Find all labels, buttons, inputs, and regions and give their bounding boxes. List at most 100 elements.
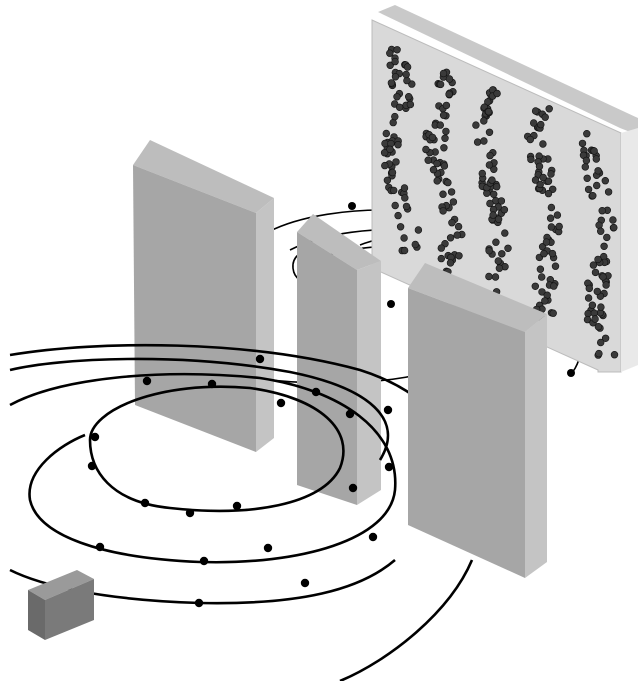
particle-hit-301 bbox=[603, 233, 611, 242]
particle-hit-252 bbox=[547, 170, 555, 178]
particle-hit-127 bbox=[455, 252, 463, 260]
particle-hit-332 bbox=[594, 167, 602, 175]
particle-hit-41 bbox=[381, 161, 389, 170]
particle-hit-52 bbox=[400, 234, 408, 242]
particle-hit-324 bbox=[581, 163, 589, 171]
particle-hit-130 bbox=[436, 80, 445, 89]
particle-hit-40 bbox=[402, 202, 411, 211]
particle-hit-200 bbox=[485, 128, 494, 137]
wave-particle-2 bbox=[87, 461, 97, 471]
particle-hit-348 bbox=[591, 315, 599, 323]
wave-particle-14 bbox=[140, 498, 150, 508]
wave-particle-21 bbox=[194, 598, 204, 608]
wave-particle-4 bbox=[207, 379, 217, 389]
slit-barrier-right-top bbox=[408, 263, 547, 332]
first-barrier bbox=[133, 140, 274, 452]
particle-hit-303 bbox=[584, 294, 593, 302]
particle-hit-280 bbox=[541, 297, 549, 305]
first-barrier-side bbox=[256, 198, 274, 452]
particle-hit-169 bbox=[472, 121, 480, 129]
particle-hit-148 bbox=[504, 244, 512, 253]
particle-hit-217 bbox=[539, 140, 547, 148]
particle-hit-60 bbox=[396, 223, 405, 231]
particle-hit-55 bbox=[400, 184, 409, 192]
wave-particle-back-1 bbox=[348, 202, 356, 210]
particle-hit-325 bbox=[600, 242, 608, 251]
particle-hit-104 bbox=[439, 69, 448, 78]
particle-hit-38 bbox=[414, 226, 423, 234]
particle-hit-203 bbox=[478, 169, 486, 178]
particle-hit-120 bbox=[422, 145, 430, 154]
particle-hit-89 bbox=[444, 178, 452, 187]
particle-hit-208 bbox=[493, 89, 501, 98]
particle-hit-270 bbox=[535, 162, 544, 171]
particle-hit-27 bbox=[391, 73, 400, 81]
wavefront-arc-6 bbox=[339, 559, 474, 681]
particle-hit-349 bbox=[591, 268, 600, 277]
particle-hit-65 bbox=[394, 211, 402, 220]
particle-hit-281 bbox=[592, 181, 601, 190]
particle-hit-345 bbox=[593, 287, 601, 296]
particle-hit-196 bbox=[493, 183, 501, 191]
particle-hit-156 bbox=[486, 199, 494, 208]
particle-hit-140 bbox=[428, 133, 437, 142]
particle-hit-333 bbox=[583, 130, 591, 138]
source-side bbox=[28, 590, 45, 640]
particle-hit-275 bbox=[539, 173, 547, 182]
particle-hit-63 bbox=[391, 57, 399, 66]
slit-barrier-left-side bbox=[357, 261, 381, 505]
particle-hit-137 bbox=[436, 121, 444, 129]
particle-hit-192 bbox=[485, 161, 494, 169]
particle-hit-245 bbox=[553, 211, 562, 219]
particle-hit-289 bbox=[609, 216, 617, 224]
particle-hit-16 bbox=[390, 186, 398, 195]
particle-hit-337 bbox=[582, 156, 591, 165]
particle-hit-122 bbox=[437, 244, 445, 252]
particle-hit-323 bbox=[610, 223, 618, 232]
particle-hit-205 bbox=[492, 238, 500, 246]
particle-hit-50 bbox=[388, 168, 397, 177]
wave-particle-back-5 bbox=[567, 369, 575, 377]
wave-particle-15 bbox=[185, 508, 195, 518]
particle-hit-64 bbox=[393, 93, 401, 101]
particle-hit-136 bbox=[453, 231, 461, 239]
particle-hit-341 bbox=[594, 323, 603, 331]
wave-particle-1 bbox=[90, 432, 100, 442]
particle-hit-321 bbox=[595, 221, 603, 229]
slit-barrier-right-side bbox=[525, 314, 547, 578]
particle-hit-189 bbox=[486, 151, 494, 160]
particle-hit-209 bbox=[488, 176, 496, 184]
particle-hit-310 bbox=[588, 301, 597, 309]
particle-hit-72 bbox=[441, 134, 449, 143]
particle-hit-107 bbox=[442, 127, 450, 136]
particle-hit-48 bbox=[403, 63, 412, 71]
particle-hit-94 bbox=[454, 222, 463, 231]
particle-hit-265 bbox=[547, 203, 556, 212]
particle-hit-117 bbox=[433, 159, 441, 168]
particle-hit-118 bbox=[437, 254, 445, 263]
particle-hit-267 bbox=[536, 180, 544, 189]
particle-hit-331 bbox=[602, 281, 610, 289]
wave-particle-11 bbox=[348, 483, 358, 493]
particle-hit-319 bbox=[595, 349, 603, 358]
particle-hit-222 bbox=[546, 214, 555, 222]
particle-hit-42 bbox=[391, 112, 399, 121]
particle-hit-49 bbox=[394, 141, 402, 149]
particle-hit-350 bbox=[596, 227, 605, 235]
particle-hit-273 bbox=[529, 119, 538, 127]
particle-hit-199 bbox=[498, 250, 506, 258]
particle-hit-277 bbox=[550, 282, 558, 290]
particle-hit-129 bbox=[446, 234, 455, 242]
particle-hit-126 bbox=[439, 111, 448, 119]
wave-particle-3 bbox=[142, 376, 152, 386]
wave-particle-8 bbox=[345, 409, 355, 419]
particle-hit-53 bbox=[386, 49, 394, 57]
particle-hit-172 bbox=[500, 206, 509, 214]
particle-hit-108 bbox=[439, 190, 447, 198]
particle-hit-314 bbox=[589, 261, 598, 269]
particle-hit-259 bbox=[547, 223, 556, 231]
particle-hit-36 bbox=[391, 201, 399, 210]
particle-hit-247 bbox=[549, 309, 557, 317]
first-barrier-front bbox=[133, 165, 256, 452]
wave-particle-6 bbox=[276, 398, 286, 408]
